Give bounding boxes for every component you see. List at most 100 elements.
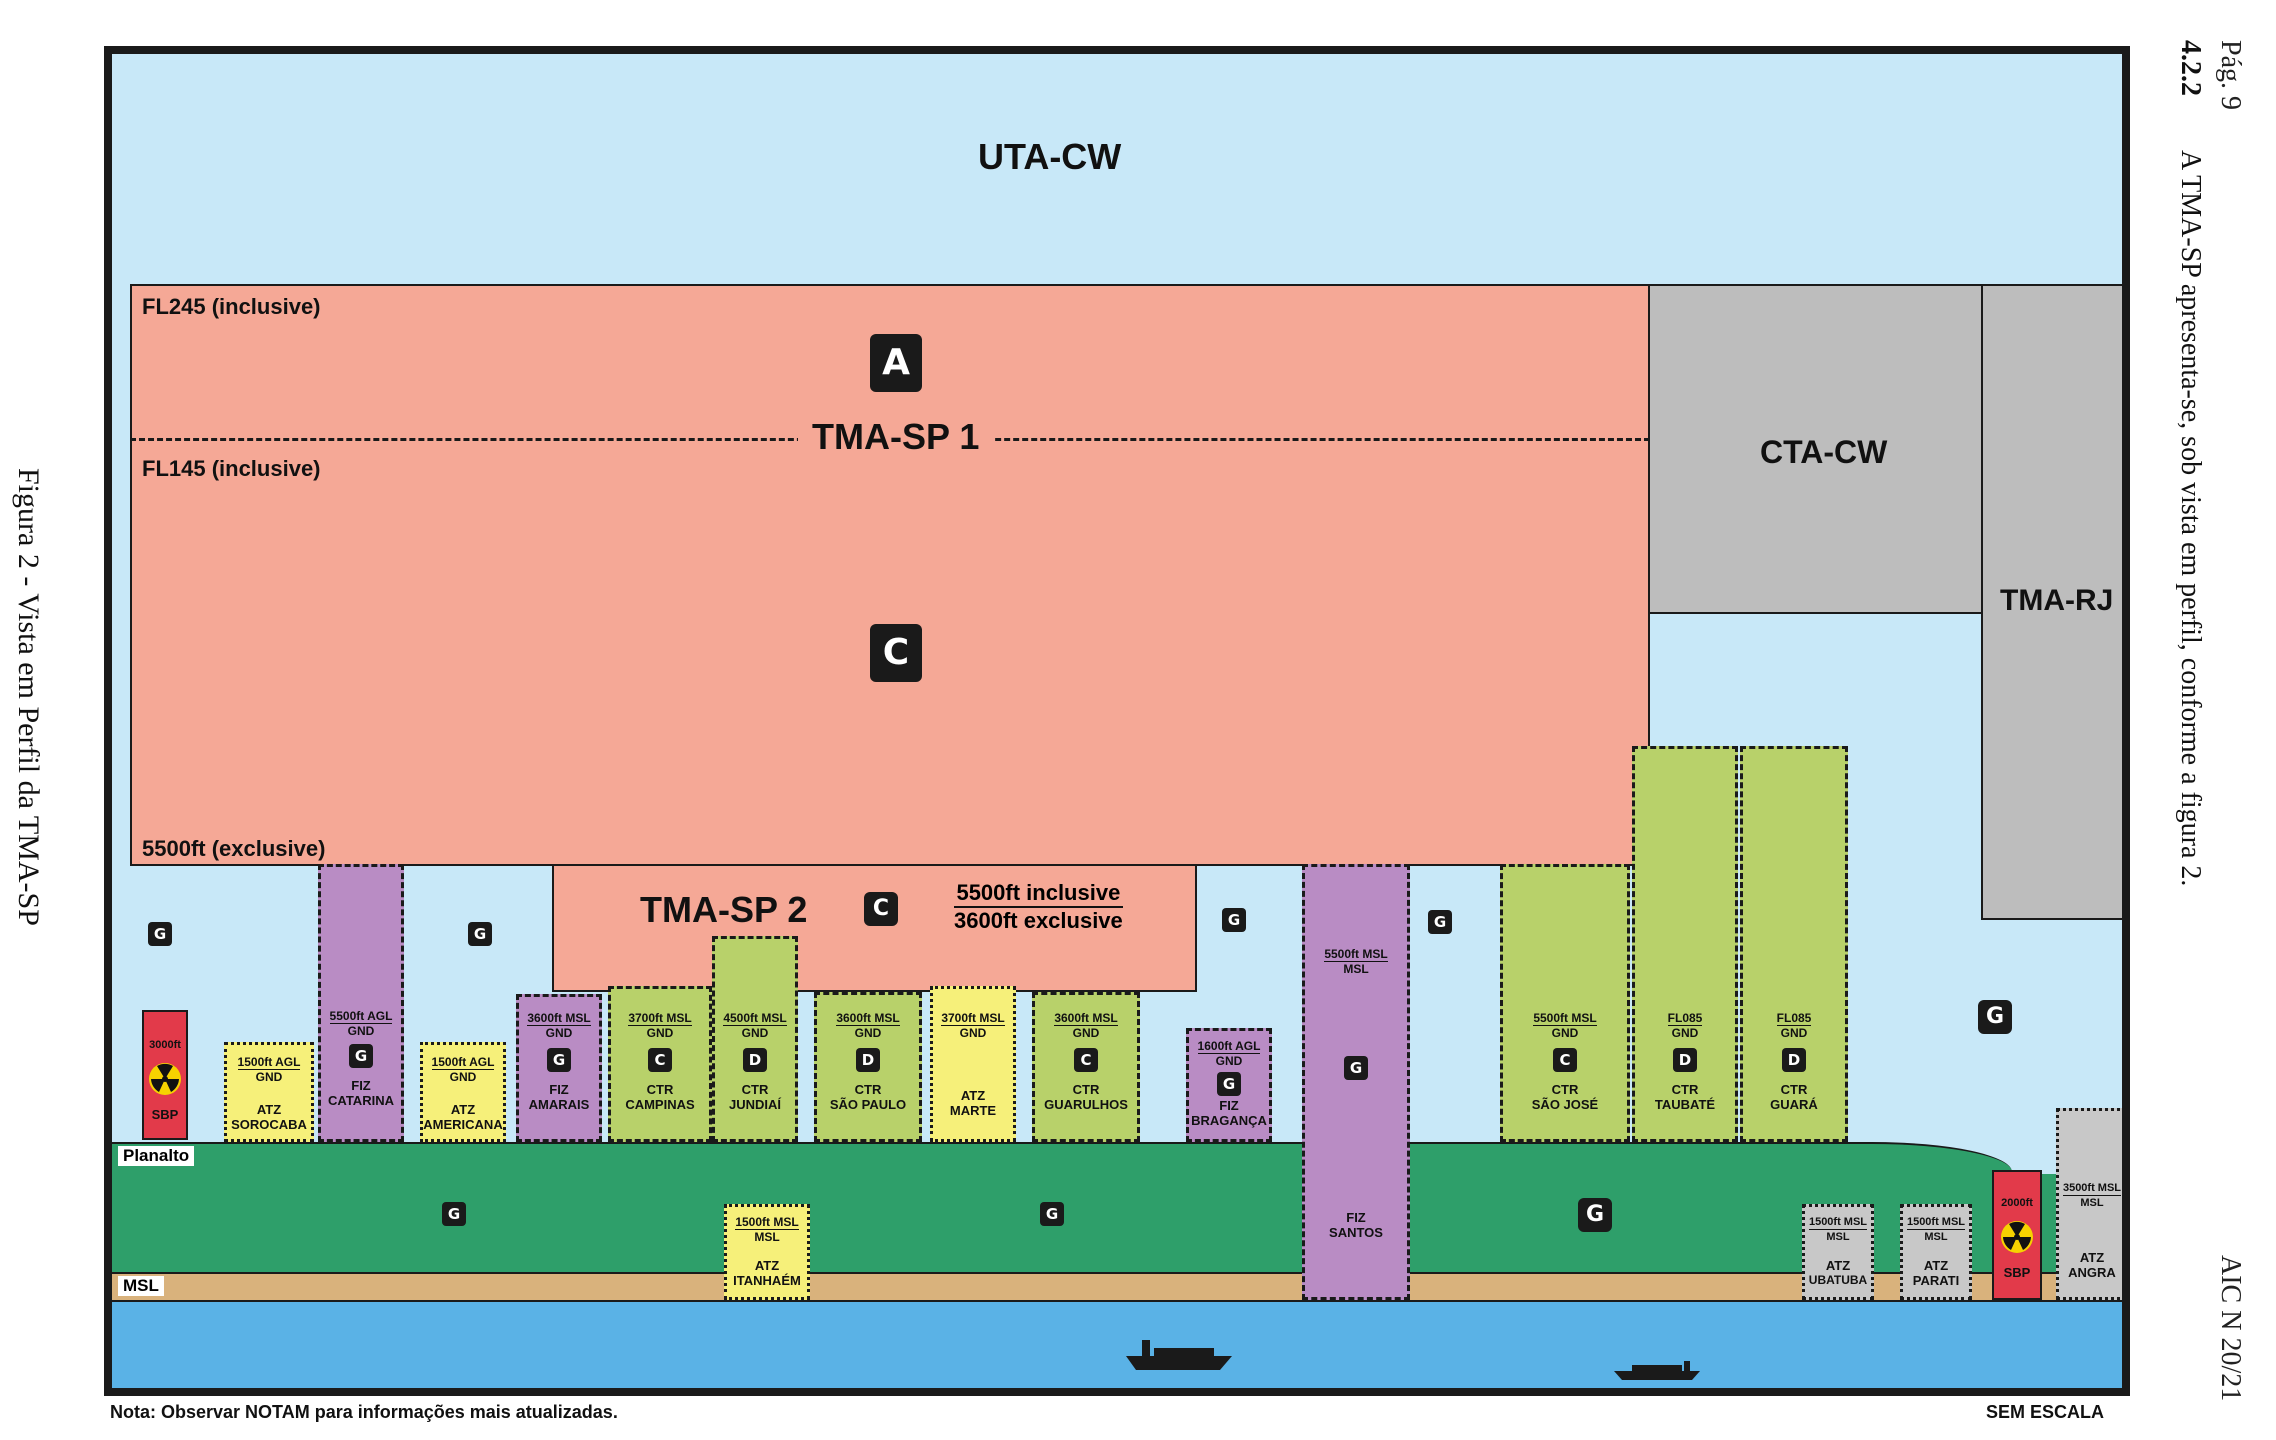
scale-text: SEM ESCALA bbox=[1986, 1402, 2105, 1422]
zone-top: 3600ft MSL bbox=[836, 1011, 900, 1026]
zone-bottom: GND bbox=[347, 1024, 375, 1038]
fl245-label: FL245 (inclusive) bbox=[142, 294, 321, 319]
zone-name: ANGRA bbox=[2068, 1265, 2116, 1280]
atz-itanhaem: 1500ft MSL MSL ATZ ITANHAÉM bbox=[724, 1204, 810, 1300]
sbp-zone: 2000ft SBP bbox=[1992, 1170, 2042, 1300]
ctr-jundiai: 4500ft MSL GND D CTR JUNDIAÍ bbox=[712, 936, 798, 1142]
atz-ubatuba: 1500ft MSL MSL ATZ UBATUBA bbox=[1802, 1204, 1874, 1300]
sbp-name: SBP bbox=[151, 1107, 179, 1122]
zone-bottom: MSL bbox=[1826, 1231, 1850, 1243]
zone-class-badge: D bbox=[743, 1048, 767, 1072]
sbp-zone: 3000ft SBP bbox=[142, 1010, 188, 1140]
zone-top: 5500ft MSL bbox=[1533, 1011, 1597, 1026]
zone-name: JUNDIAÍ bbox=[728, 1097, 781, 1112]
zone-type: CTR bbox=[1551, 1082, 1579, 1097]
sbp-top: 3000ft bbox=[149, 1039, 181, 1051]
zone-name: UBATUBA bbox=[1808, 1273, 1868, 1287]
tma-sp2-class-badge: C bbox=[864, 892, 898, 926]
zone-bottom: GND bbox=[854, 1026, 882, 1040]
fiz-catarina: 5500ft AGL GND G FIZ CATARINA bbox=[318, 864, 404, 1142]
ctr-sao-paulo: 3600ft MSL GND D CTR SÃO PAULO bbox=[814, 992, 922, 1142]
class-g-badge: G bbox=[1578, 1198, 1612, 1232]
zone-top: 3700ft MSL bbox=[941, 1011, 1005, 1026]
zone-type: CTR bbox=[1072, 1082, 1100, 1097]
zone-type: CTR bbox=[854, 1082, 882, 1097]
zone-top: 1500ft MSL bbox=[1808, 1216, 1868, 1230]
zone-type: ATZ bbox=[2079, 1250, 2105, 1265]
tma-sp2-label: TMA-SP 2 bbox=[640, 889, 808, 930]
class-g-badge: G bbox=[148, 922, 172, 946]
zone-bottom: MSL bbox=[2080, 1197, 2104, 1209]
tma-sp2-upper: 5500ft inclusive bbox=[954, 880, 1123, 908]
class-g-badge: G bbox=[1978, 1000, 2012, 1034]
zone-bottom: GND bbox=[1215, 1054, 1243, 1068]
zone-top: 5500ft AGL bbox=[329, 1009, 393, 1024]
zone-top: 1500ft MSL bbox=[735, 1215, 799, 1230]
class-g-badge: G bbox=[1428, 910, 1452, 934]
zone-class-badge: D bbox=[1782, 1048, 1806, 1072]
ctr-guarulhos: 3600ft MSL GND C CTR GUARULHOS bbox=[1032, 992, 1140, 1142]
class-a-badge: A bbox=[870, 334, 922, 392]
cta-cw-label: CTA-CW bbox=[1760, 434, 1888, 470]
atz-sorocaba: 1500ft AGL GND ATZ SOROCABA bbox=[224, 1042, 314, 1142]
zone-bottom: GND bbox=[959, 1026, 987, 1040]
document-id: AIC N 20/21 bbox=[2215, 1255, 2246, 1402]
zone-name: TAUBATÉ bbox=[1654, 1097, 1716, 1112]
planalto-label: Planalto bbox=[118, 1146, 195, 1166]
zone-top: 3700ft MSL bbox=[628, 1011, 692, 1026]
zone-class-badge: D bbox=[1673, 1048, 1697, 1072]
zone-type: CTR bbox=[1671, 1082, 1699, 1097]
zone-class-badge: G bbox=[349, 1044, 373, 1068]
radioactive-icon bbox=[2001, 1221, 2033, 1253]
zone-name: GUARULHOS bbox=[1044, 1097, 1128, 1112]
section-text: A TMA-SP apresenta-se, sob vista em perf… bbox=[2175, 150, 2206, 887]
zone-name: PARATI bbox=[1912, 1273, 1960, 1288]
zone-class-badge: D bbox=[856, 1048, 880, 1072]
zone-top: 1500ft AGL bbox=[431, 1055, 495, 1070]
zone-bottom: GND bbox=[646, 1026, 674, 1040]
zone-name: AMERICANA bbox=[423, 1117, 503, 1132]
sbp-name: SBP bbox=[2003, 1265, 2031, 1280]
class-c-badge: C bbox=[870, 624, 922, 682]
zone-bottom: GND bbox=[545, 1026, 573, 1040]
zone-bottom: GND bbox=[1072, 1026, 1100, 1040]
ctr-taubate: FL085 GND D CTR TAUBATÉ bbox=[1632, 746, 1738, 1142]
zone-top: 5500ft MSL bbox=[1324, 947, 1388, 962]
zone-type: ATZ bbox=[960, 1088, 986, 1103]
zone-bottom: MSL bbox=[1924, 1231, 1948, 1243]
zone-type: FIZ bbox=[1346, 1210, 1366, 1225]
cta-cw-zone bbox=[1648, 284, 1983, 614]
tma-sp2-lower: 3600ft exclusive bbox=[954, 908, 1123, 933]
sbp-top: 2000ft bbox=[2001, 1197, 2033, 1209]
atz-americana: 1500ft AGL GND ATZ AMERICANA bbox=[420, 1042, 506, 1142]
small-ship-icon bbox=[1614, 1361, 1700, 1380]
zone-name: ITANHAÉM bbox=[733, 1273, 801, 1288]
class-g-badge: G bbox=[468, 922, 492, 946]
ctr-guara: FL085 GND D CTR GUARÁ bbox=[1740, 746, 1848, 1142]
zone-type: ATZ bbox=[450, 1102, 476, 1117]
zone-class-badge: C bbox=[648, 1048, 672, 1072]
zone-type: CTR bbox=[646, 1082, 674, 1097]
uta-cw-label: UTA-CW bbox=[978, 136, 1122, 177]
zone-type: ATZ bbox=[754, 1258, 780, 1273]
page-number: Pág. 9 bbox=[2215, 40, 2246, 110]
zone-name: CAMPINAS bbox=[625, 1097, 695, 1112]
ship-icon bbox=[1126, 1340, 1232, 1370]
zone-type: CTR bbox=[1780, 1082, 1808, 1097]
note-text: Nota: Observar NOTAM para informações ma… bbox=[110, 1402, 618, 1422]
zone-class-badge: G bbox=[1217, 1072, 1241, 1096]
zone-class-badge: C bbox=[1553, 1048, 1577, 1072]
atz-parati: 1500ft MSL MSL ATZ PARATI bbox=[1900, 1204, 1972, 1300]
zone-bottom: MSL bbox=[1343, 962, 1369, 976]
fl145-label: FL145 (inclusive) bbox=[142, 456, 321, 481]
zone-top: 1600ft AGL bbox=[1197, 1039, 1261, 1054]
zone-name: SOROCABA bbox=[231, 1117, 307, 1132]
zone-name: SÃO PAULO bbox=[829, 1097, 907, 1112]
tma-rj-zone bbox=[1981, 284, 2122, 920]
zone-top: 3600ft MSL bbox=[1054, 1011, 1118, 1026]
fiz-santos: 5500ft MSL MSL G FIZ SANTOS bbox=[1302, 864, 1410, 1300]
zone-type: ATZ bbox=[1825, 1258, 1851, 1273]
atz-marte: 3700ft MSL GND ATZ MARTE bbox=[930, 986, 1016, 1142]
zone-top: 1500ft MSL bbox=[1906, 1216, 1966, 1230]
zone-class-badge: C bbox=[1074, 1048, 1098, 1072]
